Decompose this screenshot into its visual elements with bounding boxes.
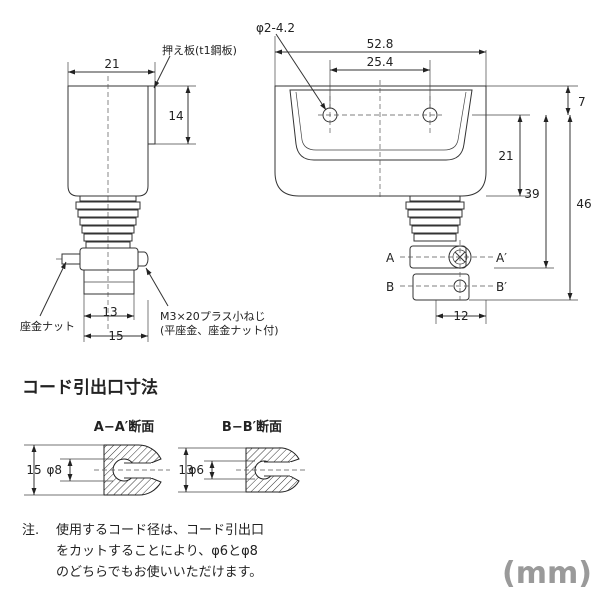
side-view: 21 14 押え板(t1鋼板) 座金ナット M3×20プラス小ねじ (平座金、座…: [20, 43, 279, 343]
note-line-3: のどちらでもお使いいただけます。: [56, 565, 263, 580]
dim-46: 46: [576, 197, 591, 211]
section-marker-b: B: [386, 280, 394, 294]
dim-39: 39: [524, 187, 539, 201]
note-label: 注.: [22, 523, 40, 538]
dim-width-21: 21: [104, 57, 119, 71]
section-b-b: B−B′断面 13 φ6: [178, 419, 306, 493]
label-screw-spec: M3×20プラス小ねじ: [160, 310, 265, 323]
label-seat-nut: 座金ナット: [20, 319, 75, 333]
dim-21: 21: [498, 149, 513, 163]
section-aa-outer-dim: 15: [26, 463, 41, 477]
dim-13: 13: [102, 305, 117, 319]
dim-7: 7: [578, 95, 586, 109]
section-bb-title: B−B′断面: [222, 419, 282, 435]
note-block: 注. 使用するコード径は、コード引出口 をカットすることにより、φ6とφ8 のどち…: [22, 520, 264, 583]
section-marker-a: A: [386, 251, 395, 265]
note-line-1: 使用するコード径は、コード引出口: [56, 523, 265, 538]
section-bb-inner-dim: φ6: [188, 463, 204, 477]
label-screw-accessories: (平座金、座金ナット付): [160, 323, 279, 337]
section-aa-title: A−A′断面: [94, 419, 154, 435]
section-marker-a-prime: A′: [496, 251, 507, 265]
dim-52-8: 52.8: [367, 37, 394, 51]
section-aa-inner-dim: φ8: [46, 463, 62, 477]
dim-12: 12: [453, 309, 468, 323]
front-view: φ2-4.2 52.8 25.4 7 21 39 46 12 A A′ B B′: [256, 21, 592, 324]
section-a-a: A−A′断面 15 φ8: [24, 419, 170, 496]
section-bb-outer-dim: 13: [178, 463, 193, 477]
section-marker-b-prime: B′: [496, 280, 507, 294]
dim-height-14: 14: [168, 109, 183, 123]
note-line-2: をカットすることにより、φ6とφ8: [56, 544, 258, 559]
label-press-plate: 押え板(t1鋼板): [162, 43, 237, 57]
section-heading: コード引出口寸法: [22, 378, 158, 398]
dim-25-4: 25.4: [367, 55, 394, 69]
dim-hole-diameter: φ2-4.2: [256, 21, 295, 35]
dim-15: 15: [108, 329, 123, 343]
unit-label: (mm): [502, 556, 592, 591]
